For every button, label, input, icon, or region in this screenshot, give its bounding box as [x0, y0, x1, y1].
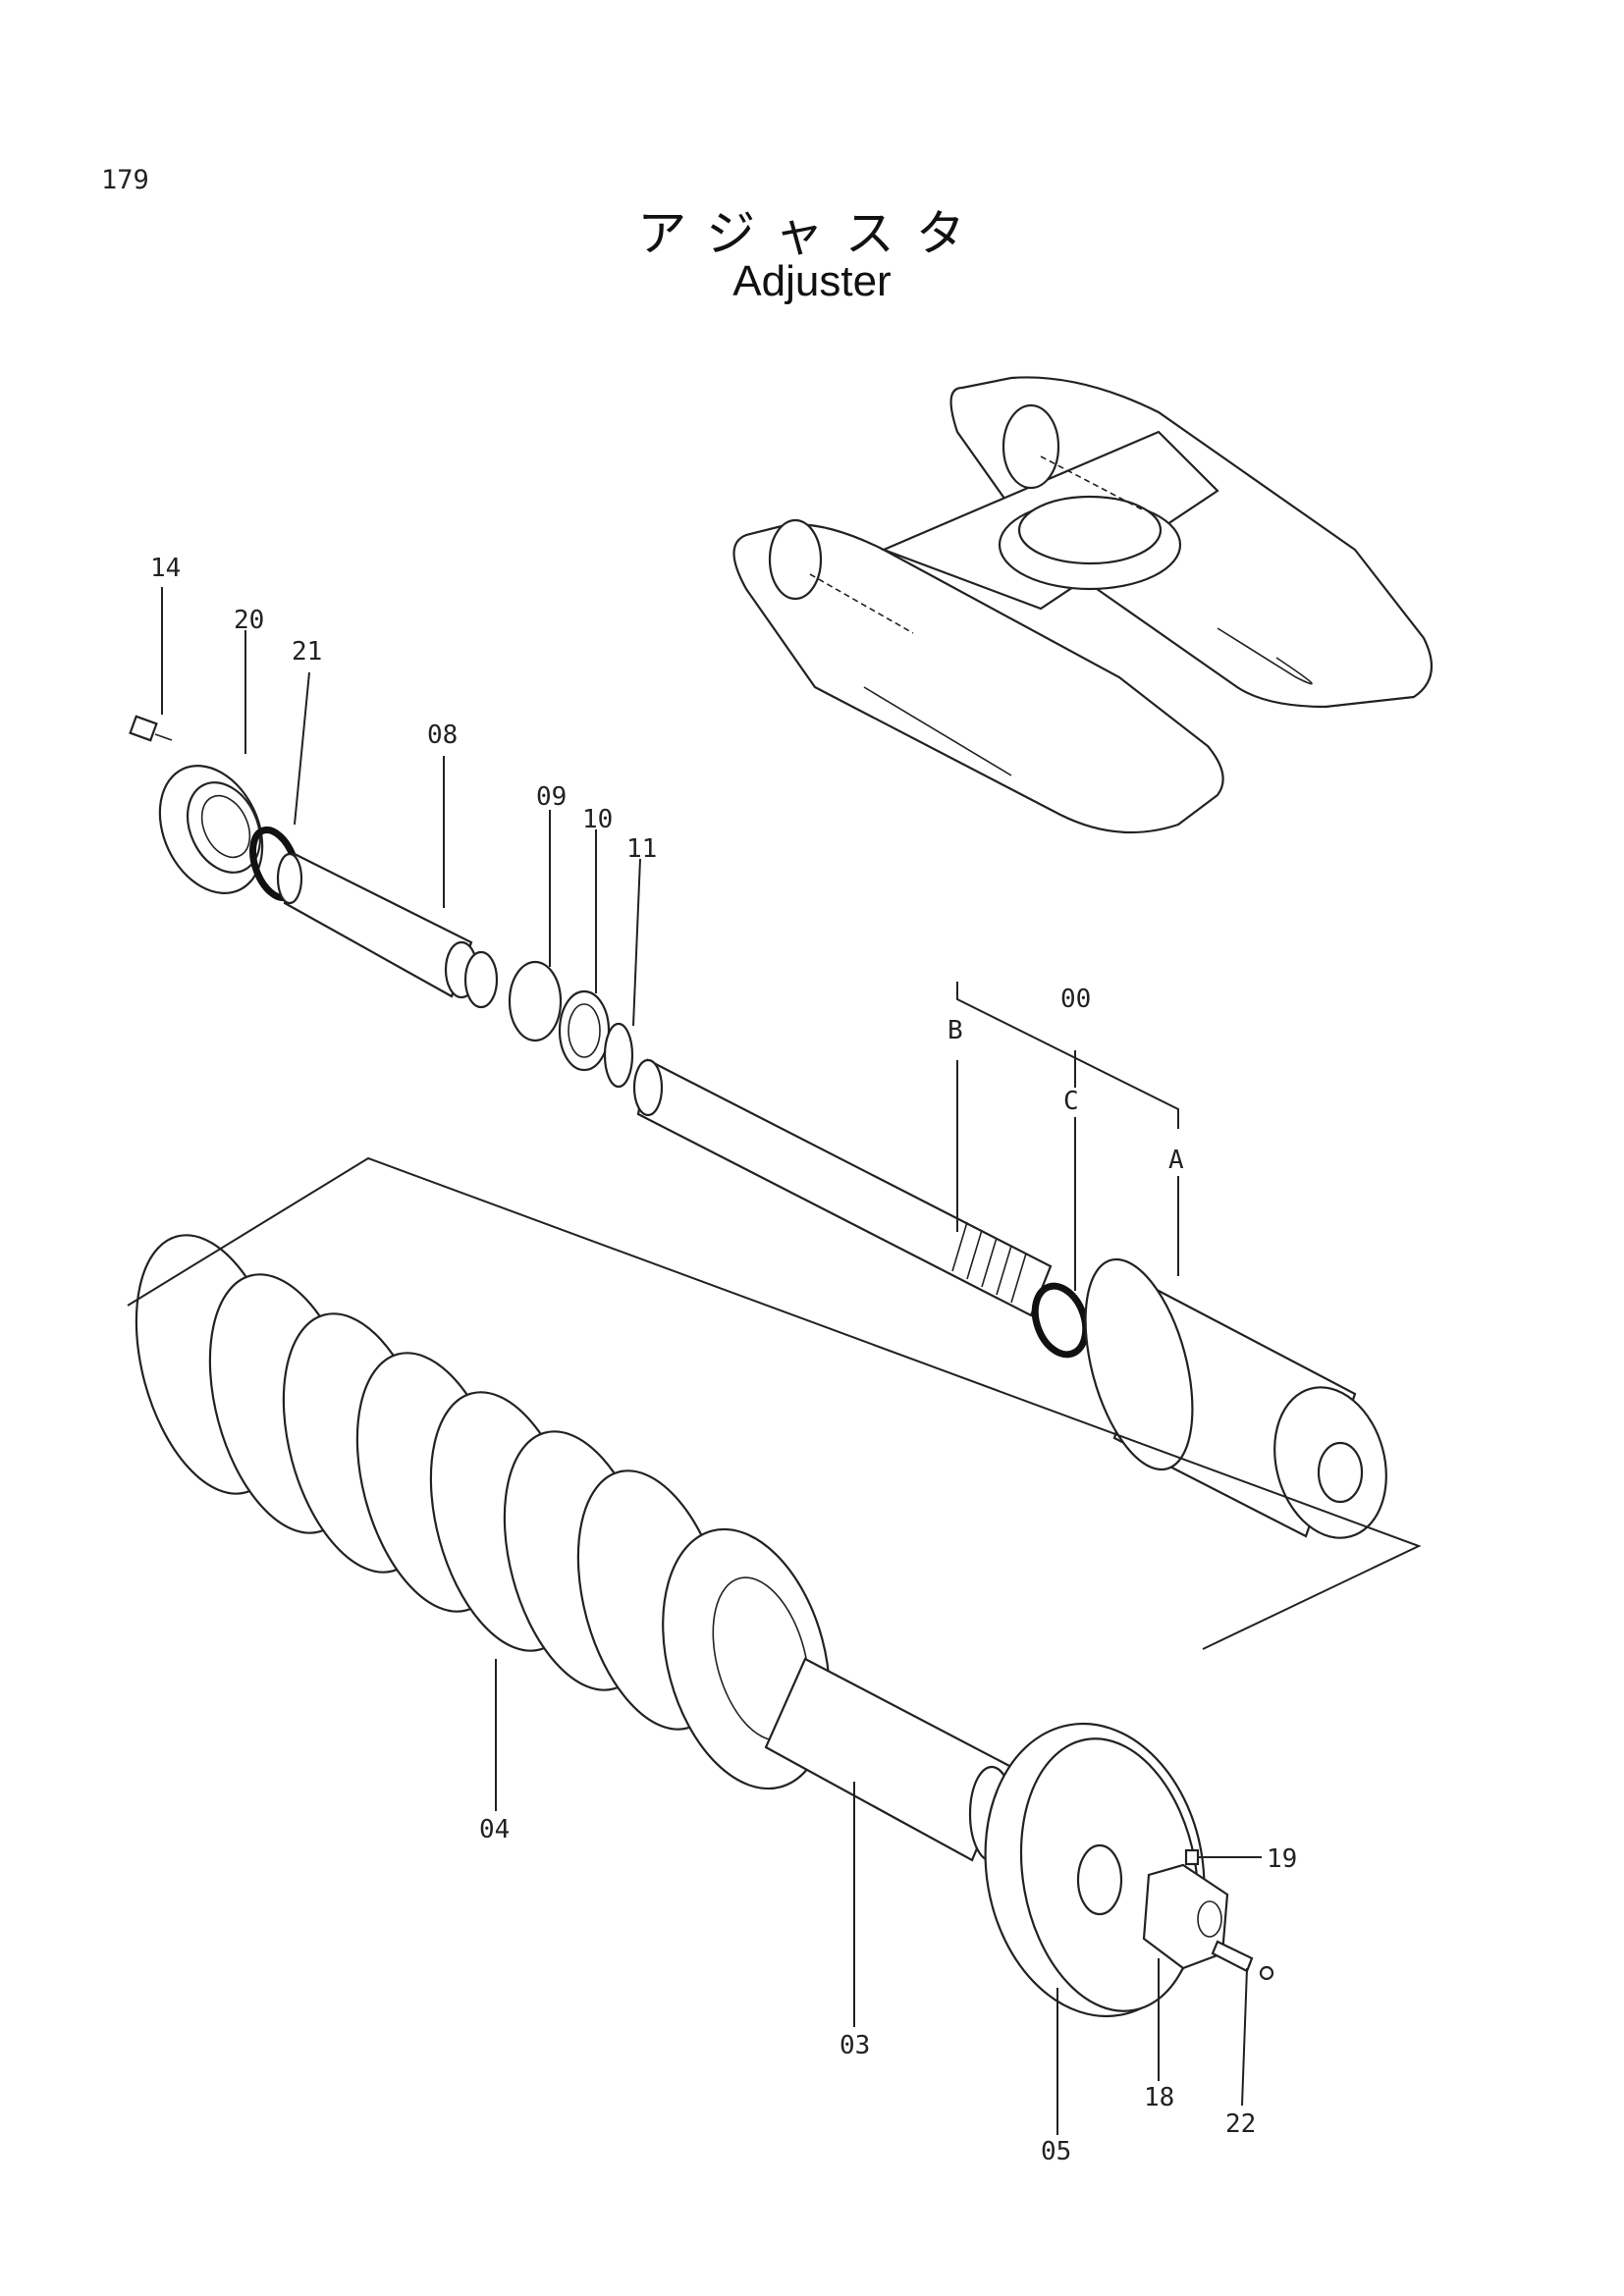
callout-00: 00 [1060, 985, 1091, 1014]
callout-11: 11 [626, 834, 657, 864]
leader-lines [161, 587, 1262, 2135]
callout-b: B [947, 1016, 963, 1045]
part-09-ring [508, 960, 563, 1042]
callout-18: 18 [1144, 2083, 1174, 2112]
page-number: 179 [101, 165, 149, 195]
part-00-c-o-ring [1031, 1282, 1090, 1359]
callout-04: 04 [479, 1815, 510, 1844]
callout-08: 08 [427, 721, 458, 750]
title-japanese: アジャスタ [637, 205, 987, 262]
group-00-bracket [956, 982, 1179, 1129]
part-14-bolt [129, 715, 173, 742]
callout-03: 03 [839, 2031, 870, 2060]
spring-group-bracket [127, 1156, 1422, 1650]
callout-20: 20 [234, 606, 264, 635]
callout-19: 19 [1267, 1844, 1297, 1874]
part-00-b-rod [632, 1058, 1053, 1317]
undercarriage-illustration [732, 376, 1434, 834]
callout-a: A [1168, 1146, 1184, 1175]
callout-22: 22 [1225, 2109, 1256, 2139]
callout-09: 09 [536, 782, 567, 812]
part-04-spring [135, 1234, 831, 1790]
callout-c: C [1063, 1087, 1079, 1116]
part-03-rod [764, 1657, 1015, 1863]
part-08-cylinder [276, 852, 499, 1009]
part-22-grease-fitting [1211, 1940, 1274, 1981]
part-11-ring [603, 1022, 634, 1089]
callout-05: 05 [1041, 2137, 1071, 2166]
part-00-a-cylinder [1084, 1257, 1387, 1539]
callout-10: 10 [582, 805, 613, 834]
part-20-flange [158, 765, 264, 894]
callout-21: 21 [292, 637, 322, 667]
part-10-packing [558, 989, 611, 1072]
title-english: Adjuster [732, 257, 892, 305]
part-19-plug [1184, 1848, 1200, 1866]
callout-14: 14 [150, 554, 181, 583]
